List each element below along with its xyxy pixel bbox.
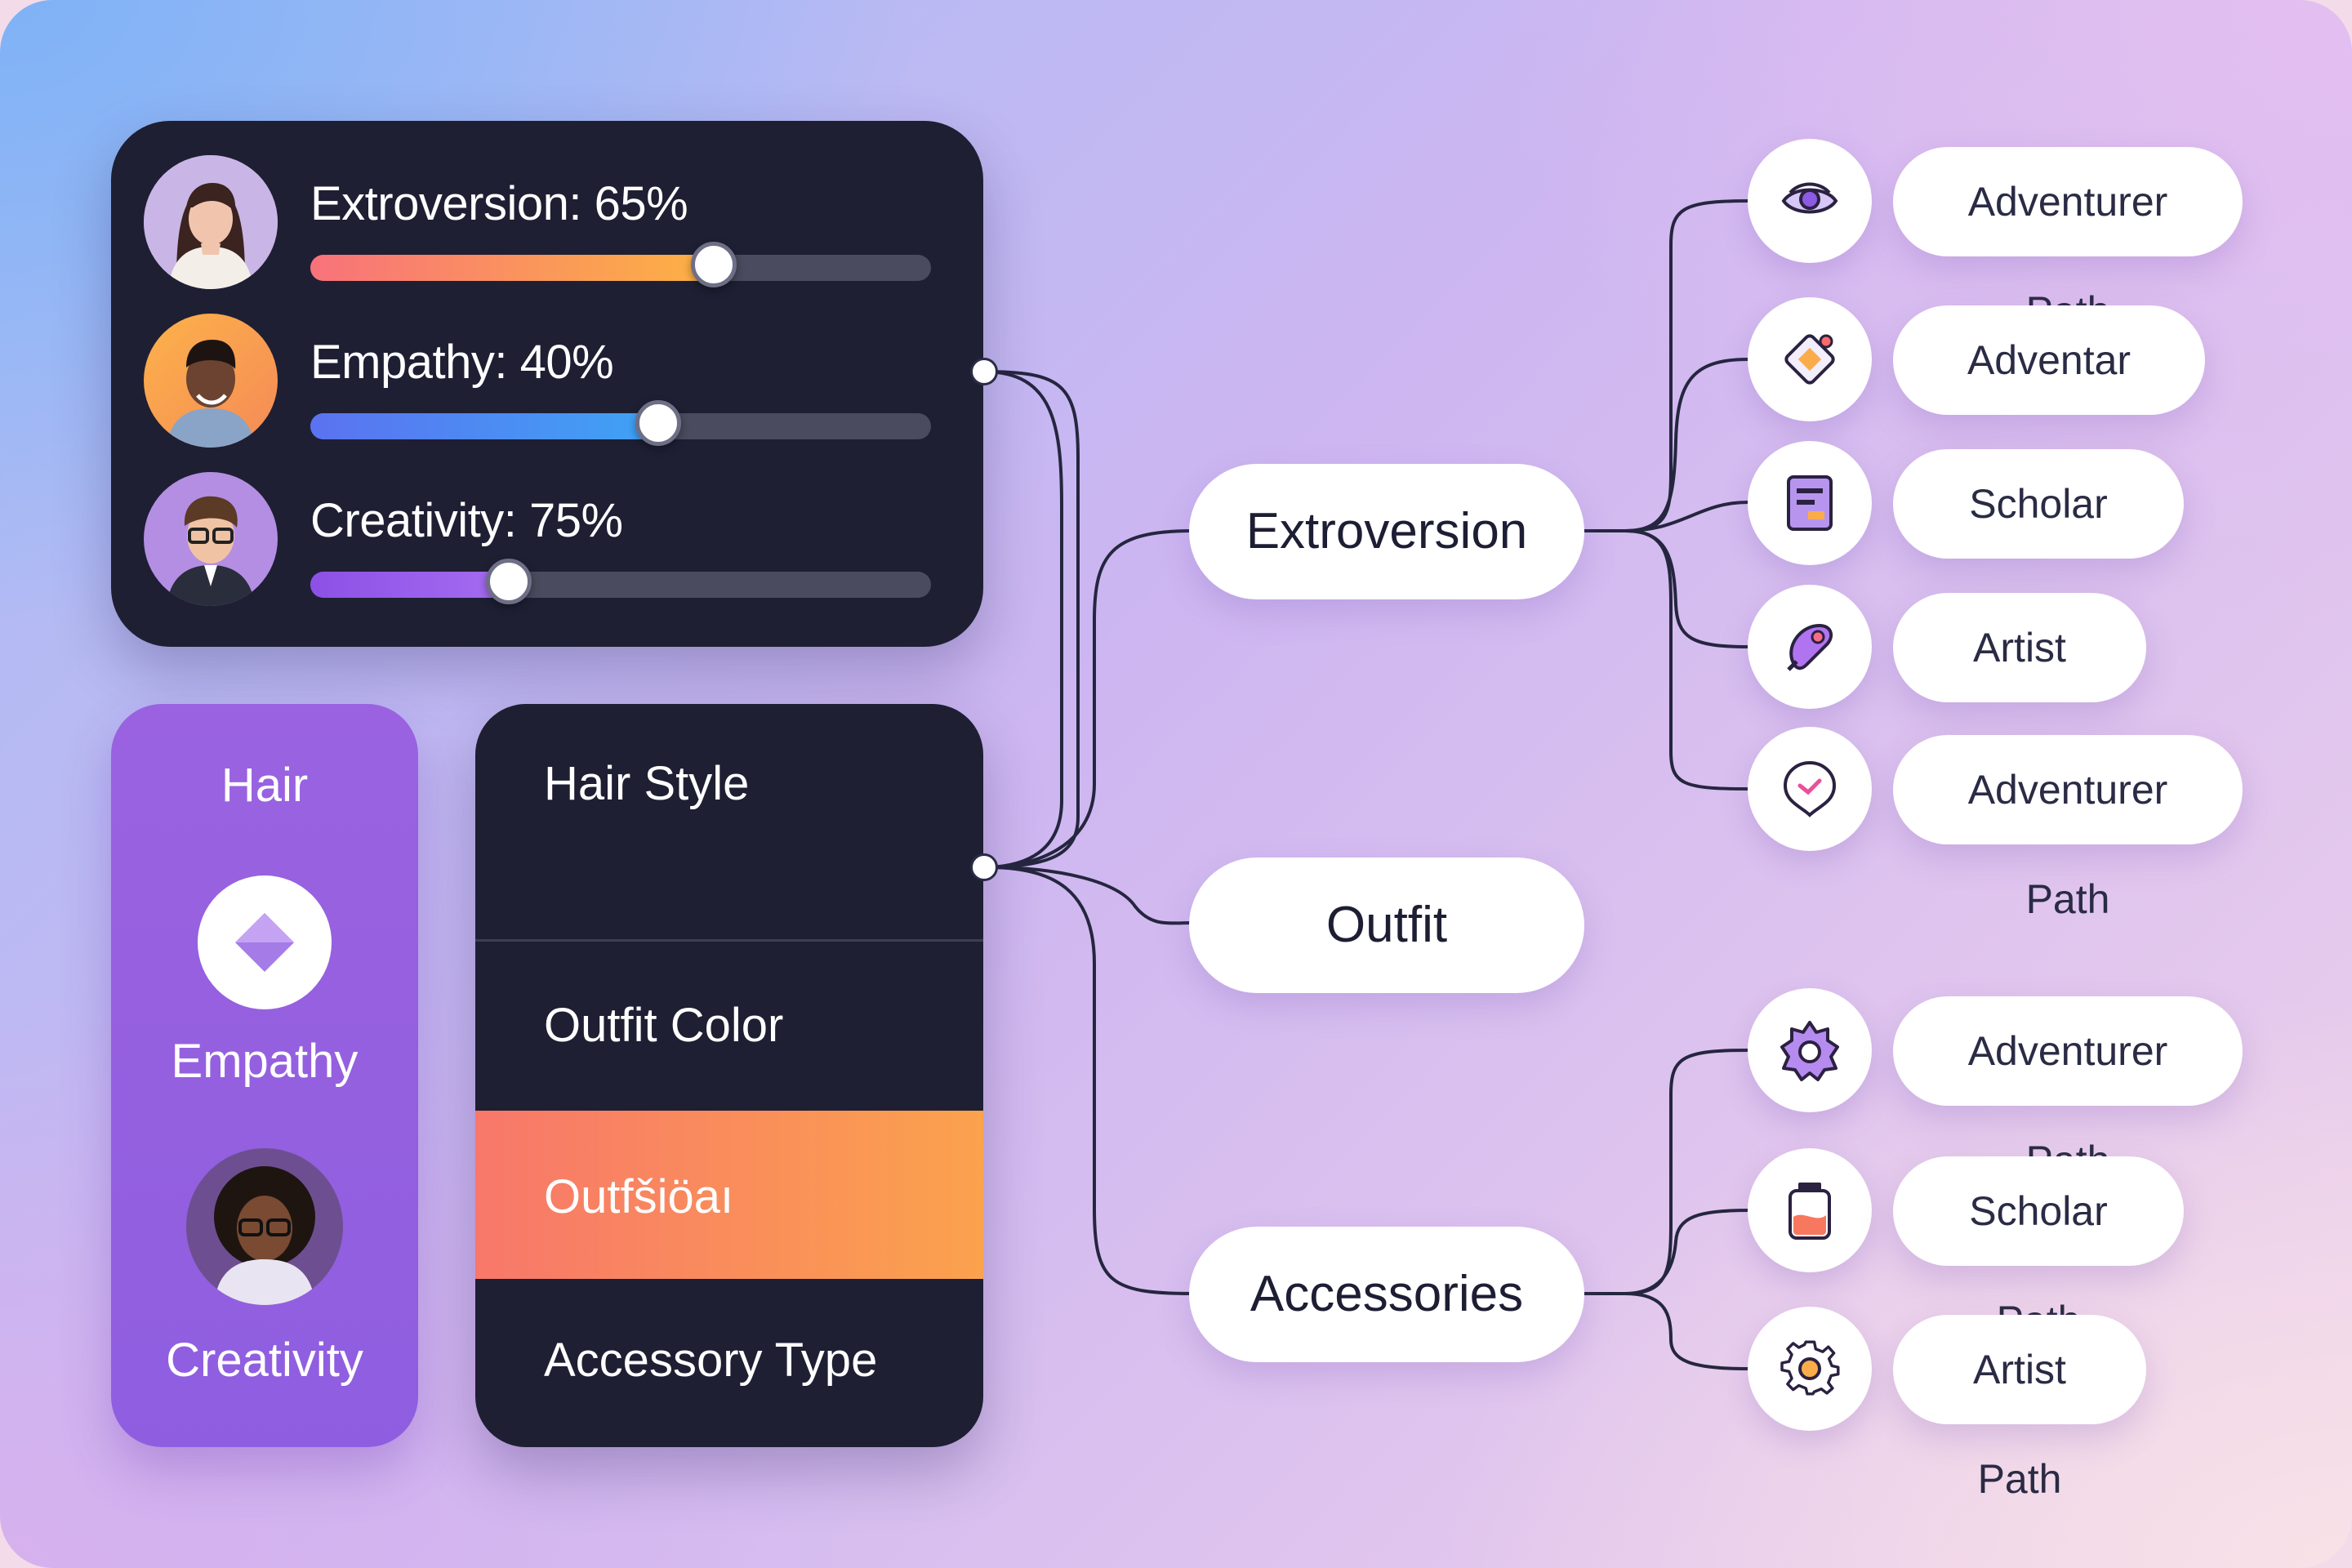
path-node-6[interactable]: [1748, 988, 1872, 1112]
gear-icon: [1780, 1340, 1840, 1396]
empathy-slider-handle[interactable]: [635, 400, 681, 446]
diamond-icon: [235, 913, 294, 972]
path-node-3[interactable]: [1748, 441, 1872, 565]
path-pill-4[interactable]: Artist Path: [1893, 593, 2146, 780]
empathy-slider-fill: [310, 413, 658, 439]
path-pill-6[interactable]: Adventurer Path: [1893, 996, 2243, 1183]
creativity-label: Creativity: 75%: [310, 494, 623, 547]
heart-badge-icon: [1783, 760, 1837, 817]
extroversion-slider-fill: [310, 255, 714, 281]
path-pill-1[interactable]: Adventurer Path: [1893, 147, 2243, 334]
path-pill-8[interactable]: Artist Path: [1893, 1315, 2146, 1502]
path-node-2[interactable]: [1748, 297, 1872, 421]
path-pill-7[interactable]: Scholar Path: [1893, 1156, 2184, 1343]
creativity-card-label: Creativity: [166, 1334, 363, 1387]
option-selected-highlight[interactable]: Outfšiöaı: [475, 1111, 983, 1279]
flower-gear-icon: [1780, 1021, 1839, 1081]
extroversion-label: Extroversion: 65%: [310, 177, 688, 230]
category-outfit[interactable]: Outfit: [1189, 858, 1584, 993]
connector-node-options[interactable]: [970, 853, 998, 881]
path-pill-3[interactable]: Scholar Path: [1893, 449, 2184, 636]
avatar-woman: [144, 155, 278, 289]
extroversion-slider[interactable]: [310, 242, 931, 287]
empathy-label: Empathy: 40%: [310, 336, 614, 389]
person-icon: [186, 1148, 343, 1305]
option-hair-style[interactable]: Hair Style: [544, 757, 750, 810]
person-icon: [144, 314, 278, 448]
avatar-man: [144, 314, 278, 448]
empathy-card-label: Empathy: [171, 1035, 359, 1088]
traits-panel: Extroversion: 65% Empathy: 40%: [111, 121, 983, 647]
person-icon: [144, 472, 278, 606]
avatar-woman-glasses[interactable]: [186, 1148, 343, 1305]
person-icon: [144, 155, 278, 289]
category-accessories[interactable]: Accessories: [1189, 1227, 1584, 1362]
hair-label: Hair: [220, 759, 309, 812]
notebook-icon: [1787, 475, 1833, 531]
avatar-man-glasses: [144, 472, 278, 606]
path-pill-5[interactable]: Adventurer Path: [1893, 735, 2243, 922]
category-extroversion[interactable]: Extroversion: [1189, 464, 1584, 599]
path-pill-2[interactable]: Adventar Path: [1893, 305, 2205, 492]
paintbrush-icon: [1787, 623, 1833, 671]
diamond-badge[interactable]: [198, 875, 332, 1009]
path-node-1[interactable]: [1748, 139, 1872, 263]
creativity-slider[interactable]: [310, 559, 931, 604]
extroversion-slider-handle[interactable]: [691, 242, 737, 287]
creativity-slider-fill: [310, 572, 510, 598]
option-outfit-color[interactable]: Outfit Color: [544, 999, 784, 1052]
option-outfit-highlighted[interactable]: Outfšiöaı: [544, 1170, 734, 1223]
option-accessory-type[interactable]: Accessory Type: [544, 1334, 878, 1387]
attribute-card: Hair Empathy Creativity: [111, 704, 418, 1447]
connector-node-traits[interactable]: [970, 358, 998, 385]
diamond-tilted-icon: [1784, 334, 1835, 385]
creativity-slider-handle[interactable]: [486, 559, 532, 604]
layers-icon: [1781, 182, 1838, 214]
trait-row-empathy: Empathy: 40%: [111, 314, 983, 469]
path-node-8[interactable]: [1748, 1307, 1872, 1431]
trait-row-creativity: Creativity: 75%: [111, 472, 983, 627]
empathy-slider[interactable]: [310, 400, 931, 446]
path-node-4[interactable]: [1748, 585, 1872, 709]
path-node-7[interactable]: [1748, 1148, 1872, 1272]
paint-jar-icon: [1788, 1183, 1831, 1240]
trait-row-extroversion: Extroversion: 65%: [111, 155, 983, 310]
option-divider: [475, 939, 983, 942]
customization-options-panel: Hair Style Outfit Color Outfšiöaı Access…: [475, 704, 983, 1447]
path-node-5[interactable]: [1748, 727, 1872, 851]
